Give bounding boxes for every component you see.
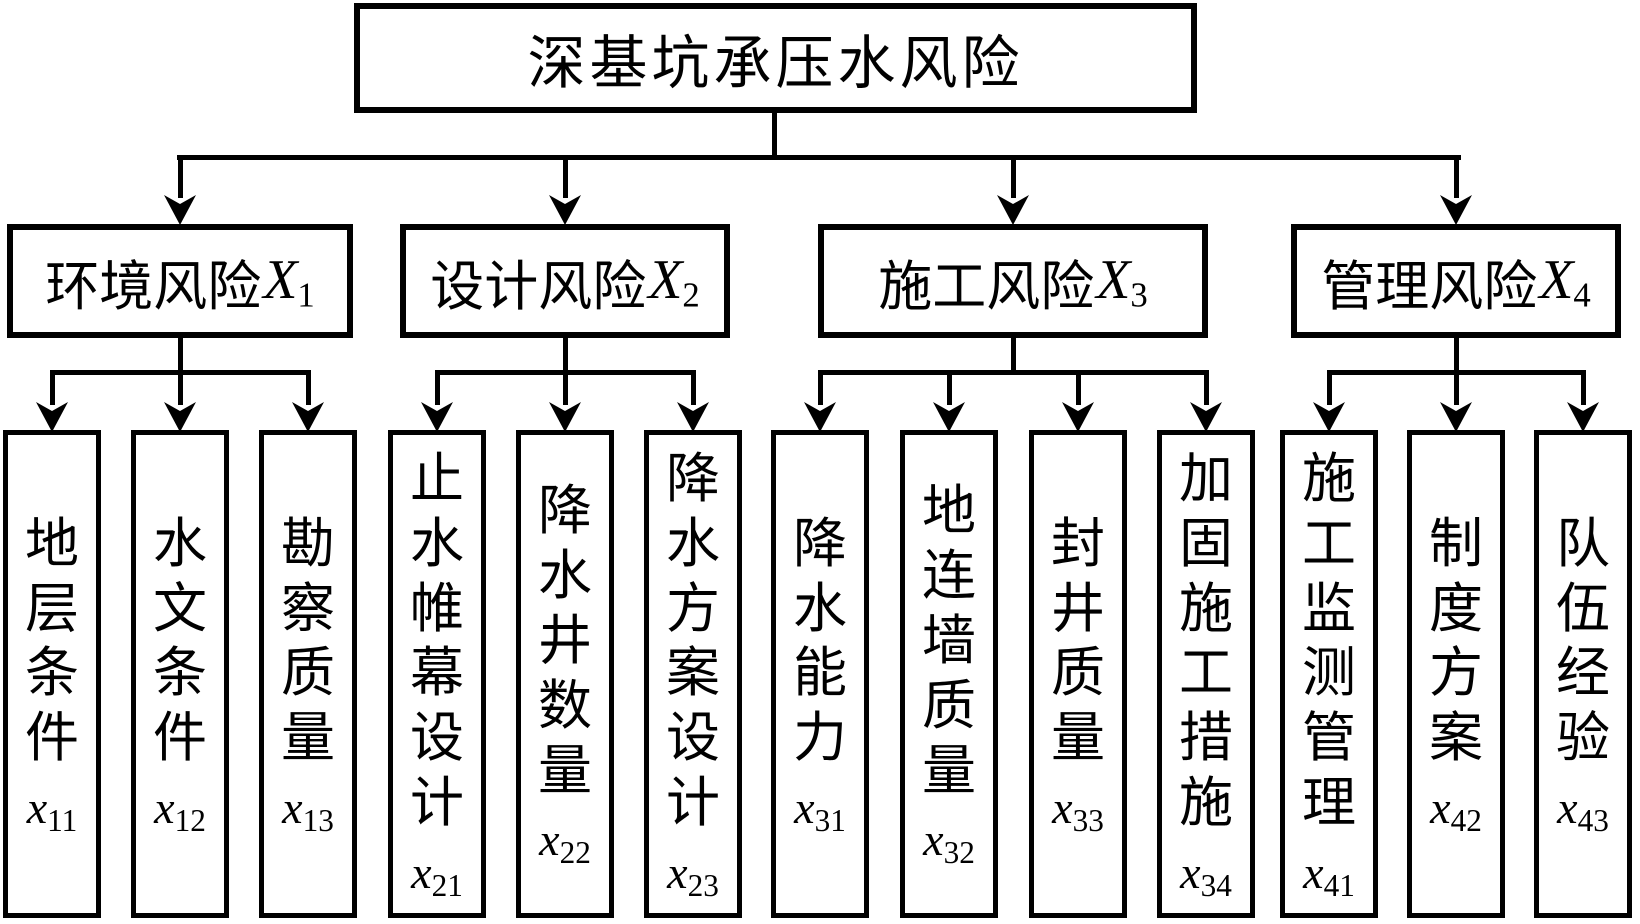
connector-line [818, 370, 1209, 375]
leaf-node-x22: 降水井数量 x22 [516, 430, 614, 918]
connector-line [178, 338, 183, 372]
leaf-node-x11: 地层条件 x11 [3, 430, 101, 918]
category-variable: X2 [648, 249, 700, 315]
leaf-label: 地层条件 [24, 513, 79, 769]
connector-line [1011, 158, 1016, 198]
leaf-variable: x22 [539, 814, 591, 871]
leaf-label: 止水帷幕设计 [409, 449, 464, 834]
leaf-node-x33: 封井质量 x33 [1029, 430, 1127, 918]
connector-line [563, 373, 568, 405]
leaf-variable: x12 [154, 782, 206, 838]
connector-line [50, 370, 311, 375]
leaf-label: 封井质量 [1050, 513, 1105, 769]
leaf-variable: x13 [282, 782, 334, 838]
arrow-down-icon [1440, 402, 1472, 432]
category-variable: X4 [1539, 249, 1591, 315]
leaf-variable: x34 [1180, 846, 1232, 903]
leaf-variable: x11 [26, 782, 78, 838]
connector-line [1011, 338, 1016, 372]
connector-line [1454, 373, 1459, 405]
connector-line [563, 338, 568, 372]
leaf-node-x31: 降水能力 x31 [771, 430, 869, 918]
arrow-down-icon [1190, 402, 1222, 432]
connector-line [563, 158, 568, 198]
leaf-label: 制度方案 [1428, 513, 1483, 769]
arrow-down-icon [549, 402, 581, 432]
arrow-down-icon [1440, 195, 1472, 225]
leaf-node-x32: 地连墙质量 x32 [900, 430, 998, 918]
connector-line [1327, 370, 1586, 375]
arrow-down-icon [164, 195, 196, 225]
arrow-down-icon [804, 402, 836, 432]
leaf-variable: x31 [794, 782, 846, 838]
leaf-variable: x32 [923, 814, 975, 871]
leaf-node-x21: 止水帷幕设计 x21 [388, 430, 486, 918]
arrow-down-icon [1313, 402, 1345, 432]
connector-line [50, 373, 55, 405]
leaf-label: 队伍经验 [1555, 513, 1610, 769]
connector-line [177, 155, 1461, 160]
connector-line [1454, 158, 1459, 198]
connector-line [178, 373, 183, 405]
category-label: 管理风险 [1321, 256, 1538, 317]
arrow-down-icon [549, 195, 581, 225]
root-node: 深基坑承压水风险 [354, 3, 1197, 113]
category-label: 环境风险 [45, 256, 262, 317]
leaf-variable: x43 [1557, 782, 1609, 838]
arrow-down-icon [933, 402, 965, 432]
leaf-label: 降水方案设计 [665, 449, 720, 834]
category-variable: X1 [263, 249, 315, 315]
leaf-label: 降水能力 [792, 513, 847, 769]
connector-line [691, 373, 696, 405]
leaf-node-x13: 勘察质量 x13 [259, 430, 357, 918]
leaf-node-x42: 制度方案 x42 [1407, 430, 1505, 918]
leaf-node-x12: 水文条件 x12 [131, 430, 229, 918]
arrow-down-icon [997, 195, 1029, 225]
connector-line [1327, 373, 1332, 405]
leaf-variable: x23 [667, 846, 719, 903]
arrow-down-icon [1062, 402, 1094, 432]
leaf-node-x43: 队伍经验 x43 [1534, 430, 1632, 918]
leaf-label: 勘察质量 [280, 513, 335, 769]
connector-line [435, 370, 696, 375]
arrow-down-icon [1567, 402, 1599, 432]
connector-line [772, 113, 777, 157]
connector-line [947, 373, 952, 405]
arrow-down-icon [164, 402, 196, 432]
connector-line [1204, 373, 1209, 405]
connector-line [818, 373, 823, 405]
leaf-node-x23: 降水方案设计 x23 [644, 430, 742, 918]
arrow-down-icon [677, 402, 709, 432]
leaf-label: 加固施工措施 [1178, 449, 1233, 834]
arrow-down-icon [292, 402, 324, 432]
leaf-variable: x33 [1052, 782, 1104, 838]
leaf-node-x34: 加固施工措施 x34 [1157, 430, 1255, 918]
leaf-label: 施工监测管理 [1301, 449, 1356, 834]
category-label: 施工风险 [878, 256, 1095, 317]
arrow-down-icon [421, 402, 453, 432]
category-label: 设计风险 [430, 256, 647, 317]
connector-line [435, 373, 440, 405]
root-node-label: 深基坑承压水风险 [527, 31, 1024, 96]
connector-line [1581, 373, 1586, 405]
leaf-label: 地连墙质量 [921, 481, 976, 801]
connector-line [1076, 373, 1081, 405]
leaf-variable: x21 [411, 846, 463, 903]
connector-line [306, 373, 311, 405]
leaf-variable: x42 [1430, 782, 1482, 838]
leaf-label: 水文条件 [152, 513, 207, 769]
leaf-variable: x41 [1303, 846, 1355, 903]
connector-line [1454, 338, 1459, 372]
connector-line [178, 158, 183, 198]
category-variable: X3 [1096, 249, 1148, 315]
arrow-down-icon [36, 402, 68, 432]
leaf-label: 降水井数量 [537, 481, 592, 801]
leaf-node-x41: 施工监测管理 x41 [1280, 430, 1378, 918]
